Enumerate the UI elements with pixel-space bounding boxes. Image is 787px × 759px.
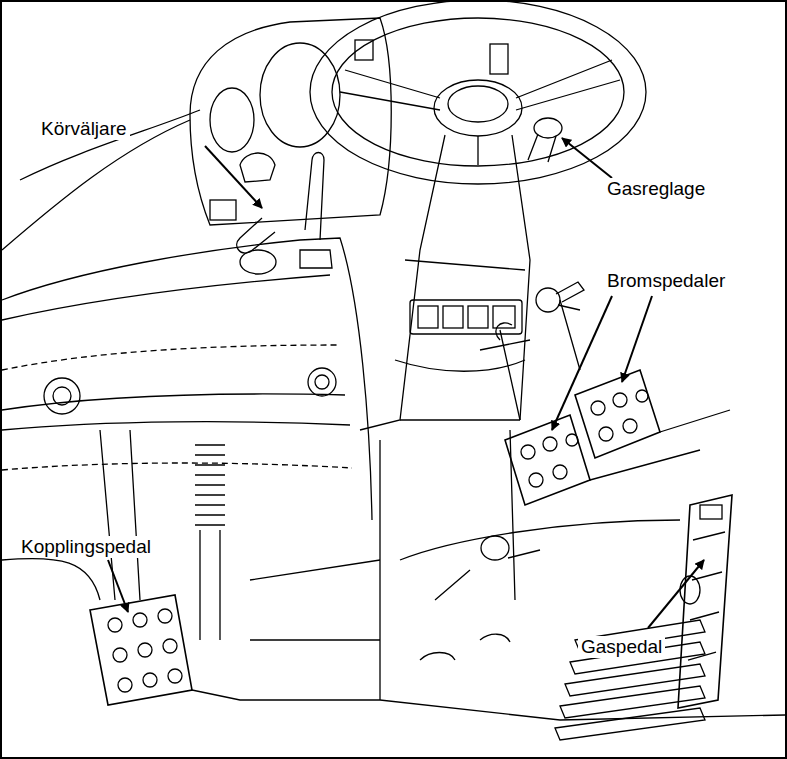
cab-linework-part (380, 430, 515, 700)
cab-linework-part (305, 153, 324, 241)
cab-linework-part (528, 134, 556, 162)
leader-lines-part (648, 560, 704, 628)
cab-linework-part (163, 639, 177, 653)
cab-linework-part (565, 664, 705, 696)
cab-linework-part (158, 609, 172, 623)
cab-linework-part (490, 44, 508, 74)
cab-linework-part (500, 300, 580, 420)
cab-linework-part (410, 300, 522, 334)
cab-linework-part (418, 306, 438, 328)
cab-linework-part (435, 550, 540, 600)
part-label: Gaspedal (578, 636, 665, 658)
cab-linework-part (133, 613, 147, 627)
cab-linework-part (623, 419, 637, 433)
cab-linework-part (100, 430, 140, 600)
cab-linework-part (345, 60, 612, 165)
leader-lines-part (622, 296, 652, 382)
cab-linework-part (2, 422, 350, 430)
cab-linework-part (434, 80, 522, 136)
cab-linework-part (680, 576, 700, 604)
cab-linework-part (200, 530, 220, 640)
cab-linework-part (521, 445, 535, 459)
cab-linework-part (555, 708, 705, 740)
leader-lines-part (552, 296, 612, 430)
part-label: Körväljare (38, 118, 130, 140)
cab-linework-part (505, 415, 590, 505)
cab-linework-part (168, 669, 182, 683)
cab-linework-part (512, 135, 530, 420)
cab-linework-part (700, 505, 722, 519)
cab-linework-part (400, 419, 520, 420)
cab-linework-part (688, 532, 725, 660)
cab-linework-part (481, 536, 509, 560)
cab-linework-part (590, 410, 730, 480)
cab-linework-part (143, 673, 157, 687)
cab-linework-part (315, 375, 329, 389)
cab-linework-part (636, 390, 648, 402)
cab-linework-part (2, 558, 785, 720)
cab-linework-part (332, 18, 624, 166)
cab-linework-part (53, 387, 71, 405)
cab-linework-part (2, 275, 330, 320)
cab-linework-part (2, 238, 372, 520)
cab-linework-part (591, 401, 605, 415)
cab-linework-part (108, 618, 122, 632)
part-label: Bromspedaler (604, 270, 728, 292)
cab-linework-part (260, 43, 340, 147)
cab-linework-part (195, 445, 225, 525)
cab-linework-part (395, 360, 525, 371)
cab-linework-part (599, 427, 613, 441)
cab-linework-part (118, 678, 132, 692)
part-label: Gasreglage (604, 178, 708, 200)
cab-linework-part (240, 250, 276, 274)
cab-linework-part (2, 463, 352, 470)
cab-linework-part (480, 323, 530, 350)
cab-linework-part (240, 153, 275, 182)
leader-lines-part (108, 560, 128, 612)
cab-linework-part (210, 88, 254, 152)
leader-lines-part (562, 138, 612, 178)
cab-linework-part (300, 250, 332, 268)
cab-linework-part (529, 473, 543, 487)
cab-linework-part (556, 282, 584, 310)
cab-linework-part (575, 370, 660, 458)
cab-linework-part (90, 595, 192, 705)
cab-linework-part (613, 393, 627, 407)
cab-linework (2, 0, 785, 740)
cab-linework-part (2, 345, 340, 370)
part-label: Kopplingspedal (18, 536, 154, 558)
cab-linework-part (443, 306, 463, 328)
leader-lines-part (205, 146, 262, 208)
cab-linework-part (210, 200, 236, 220)
cab-linework-part (543, 437, 557, 451)
cab-linework-part (360, 135, 445, 430)
cab-linework-part (566, 434, 578, 446)
cab-linework-part (250, 560, 380, 640)
cab-linework-part (468, 306, 488, 328)
cab-linework-part (536, 288, 560, 312)
cab-linework-part (340, 80, 620, 110)
cab-linework-part (400, 520, 680, 560)
cab-linework-part (113, 648, 127, 662)
cab-linework-part (237, 218, 275, 253)
cab-linework-part (310, 0, 646, 184)
cab-linework-part (420, 634, 510, 660)
cab-linework-part (138, 643, 152, 657)
cab-linework-part (44, 378, 80, 414)
cab-linework-part (20, 110, 200, 180)
cab-linework-part (553, 465, 567, 479)
cab-linework-part (308, 368, 336, 396)
cab-linework-part (560, 686, 705, 718)
cab-linework-part (405, 260, 525, 270)
cab-linework-part (448, 86, 508, 122)
cab-linework-part (190, 18, 391, 225)
leader-lines (108, 138, 704, 628)
